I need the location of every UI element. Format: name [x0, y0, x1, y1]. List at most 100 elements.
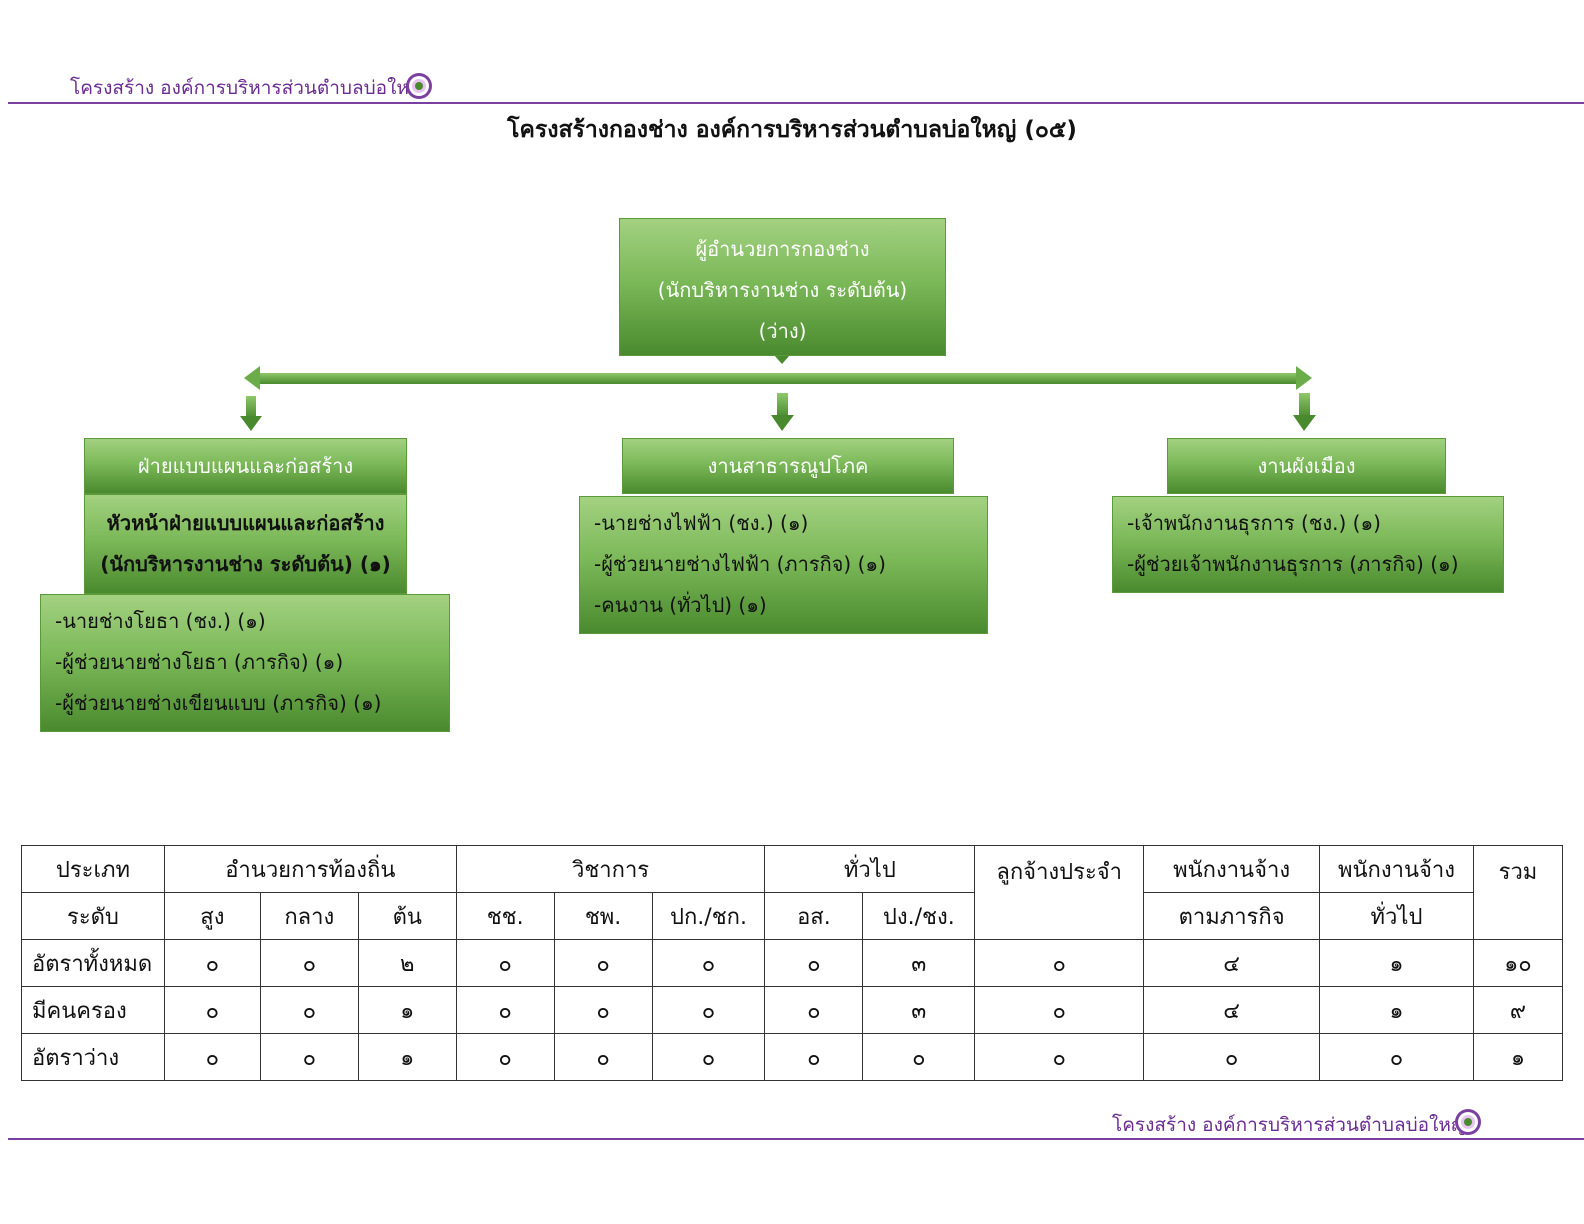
staff-item: -ผู้ช่วยนายช่างไฟฟ้า (ภารกิจ) (๑) [594, 552, 886, 576]
table-cell: ๐ [163, 986, 261, 1034]
table-header-row-1: ประเภท อำนวยการท้องถิ่น วิชาการ ทั่วไป ล… [21, 845, 1564, 940]
group-general: ทั่วไป [764, 845, 976, 893]
table-cell: ๐ [651, 939, 766, 987]
table-cell: ๐ [163, 1033, 261, 1081]
sub-head-position: (นักบริหารงานช่าง ระดับต้น) (๑) [100, 552, 391, 576]
unit-name: ฝ่ายแบบแผนและก่อสร้าง [137, 454, 354, 478]
seal-emblem-icon [1455, 1109, 1481, 1135]
unit-design-construction-head: หัวหน้าฝ่ายแบบแผนและก่อสร้าง (นักบริหารง… [84, 494, 407, 594]
table-row: มีคนครอง๐๐๑๐๐๐๐๓๐๔๑๙ [21, 986, 1564, 1034]
table-cell: ๓ [862, 939, 976, 987]
unit-public-utilities-staff: -นายช่างไฟฟ้า (ชง.) (๑) -ผู้ช่วยนายช่างไ… [579, 496, 988, 634]
table-cell: ๐ [455, 986, 555, 1034]
group-general-employee-line2: ทั่วไป [1319, 892, 1474, 940]
group-permanent-employee: ลูกจ้างประจำ [974, 845, 1145, 940]
table-cell: ๐ [974, 1033, 1145, 1081]
row-label: มีคนครอง [21, 986, 165, 1034]
level-label-cell: ระดับ [21, 892, 165, 940]
table-header-row-2: ระดับ สูง กลาง ต้น ชช. ชพ. ปก./ชก. อส. ป… [21, 892, 1563, 940]
table-cell: ๐ [974, 986, 1145, 1034]
group-local-admin: อำนวยการท้องถิ่น [163, 845, 457, 893]
table-cell: ๑ [357, 986, 457, 1034]
table-cell: ๐ [862, 1033, 976, 1081]
table-cell: ๐ [651, 1033, 766, 1081]
table-cell: ๑ [1319, 939, 1474, 987]
table-cell: ๐ [1143, 1033, 1321, 1081]
level-cell: ปง./ชง. [862, 892, 976, 940]
table-row: อัตราทั้งหมด๐๐๒๐๐๐๐๓๐๔๑๑๐ [21, 939, 1564, 987]
level-cell: ชพ. [553, 892, 653, 940]
unit-name: งานสาธารณูปโภค [707, 454, 869, 478]
level-cell: สูง [163, 892, 261, 940]
staff-item: -คนงาน (ทั่วไป) (๑) [594, 593, 767, 617]
unit-design-construction-staff: -นายช่างโยธา (ชง.) (๑) -ผู้ช่วยนายช่างโย… [40, 594, 450, 732]
table-cell: ๓ [862, 986, 976, 1034]
table-cell: ๔ [1143, 986, 1321, 1034]
table-cell: ๐ [455, 1033, 555, 1081]
header-divider [8, 102, 1584, 104]
unit-town-planning-staff: -เจ้าพนักงานธุรการ (ชง.) (๑) -ผู้ช่วยเจ้… [1112, 496, 1504, 593]
level-cell: ต้น [357, 892, 457, 940]
level-cell: ปก./ชก. [651, 892, 766, 940]
footer-text: โครงสร้าง องค์การบริหารส่วนตำบลบ่อใหญ่ [1112, 1114, 1468, 1136]
table-cell: ๒ [357, 939, 457, 987]
staff-item: -ผู้ช่วยเจ้าพนักงานธุรการ (ภารกิจ) (๑) [1127, 552, 1459, 576]
group-total: รวม [1472, 845, 1564, 940]
org-connectors [240, 355, 1316, 431]
down-arrow-right [1293, 393, 1316, 431]
table-cell: ๐ [455, 939, 555, 987]
staff-item: -เจ้าพนักงานธุรการ (ชง.) (๑) [1127, 511, 1381, 535]
level-cell: กลาง [259, 892, 359, 940]
table-cell: ๐ [553, 939, 653, 987]
level-cell: ชช. [455, 892, 555, 940]
table-cell: ๐ [764, 939, 864, 987]
group-general-employee-line1: พนักงานจ้าง [1319, 845, 1474, 893]
table-cell: ๐ [764, 986, 864, 1034]
staff-item: -ผู้ช่วยนายช่างโยธา (ภารกิจ) (๑) [55, 650, 344, 674]
staff-item: -ผู้ช่วยนายช่างเขียนแบบ (ภารกิจ) (๑) [55, 691, 382, 715]
seal-emblem-icon [406, 73, 432, 99]
staff-item: -นายช่างโยธา (ชง.) (๑) [55, 609, 266, 633]
type-label-cell: ประเภท [21, 845, 165, 893]
table-cell: ๐ [974, 939, 1145, 987]
header-text: โครงสร้าง องค์การบริหารส่วนตำบลบ่อใหญ่ [70, 77, 426, 99]
left-arrowhead [244, 366, 260, 390]
unit-name: งานผังเมือง [1257, 454, 1356, 478]
footer-divider [8, 1138, 1584, 1140]
down-arrow-center [771, 393, 794, 431]
page-title: โครงสร้างกองช่าง องค์การบริหารส่วนตำบลบ่… [507, 117, 1077, 143]
head-position: (นักบริหารงานช่าง ระดับต้น) [657, 278, 908, 302]
table-cell: ๑๐ [1472, 939, 1564, 987]
table-cell: ๑ [357, 1033, 457, 1081]
horizontal-connector [258, 373, 1298, 384]
table-row: อัตราว่าง๐๐๑๐๐๐๐๐๐๐๐๑ [21, 1033, 1564, 1081]
table-cell: ๑ [1319, 986, 1474, 1034]
table-cell: ๐ [1319, 1033, 1474, 1081]
down-arrow-left [240, 396, 262, 431]
staffing-table: ประเภท อำนวยการท้องถิ่น วิชาการ ทั่วไป ล… [21, 845, 1564, 1081]
table-cell: ๑ [1472, 1033, 1564, 1081]
group-mission-employee-line1: พนักงานจ้าง [1143, 845, 1321, 893]
table-cell: ๐ [163, 939, 261, 987]
head-title: ผู้อำนวยการกองช่าง [695, 237, 870, 261]
row-label: อัตราทั้งหมด [21, 939, 165, 987]
table-cell: ๐ [259, 986, 359, 1034]
head-status: (ว่าง) [758, 319, 807, 343]
table-cell: ๐ [259, 939, 359, 987]
right-arrowhead [1296, 366, 1312, 390]
head-pointer [774, 355, 790, 364]
table-cell: ๐ [553, 986, 653, 1034]
unit-town-planning: งานผังเมือง [1167, 438, 1446, 494]
staff-item: -นายช่างไฟฟ้า (ชง.) (๑) [594, 511, 809, 535]
table-cell: ๐ [553, 1033, 653, 1081]
table-cell: ๐ [259, 1033, 359, 1081]
table-cell: ๔ [1143, 939, 1321, 987]
table-cell: ๐ [651, 986, 766, 1034]
level-cell: อส. [764, 892, 864, 940]
table-cell: ๐ [764, 1033, 864, 1081]
unit-public-utilities: งานสาธารณูปโภค [622, 438, 954, 494]
group-academic: วิชาการ [455, 845, 766, 893]
sub-head-title: หัวหน้าฝ่ายแบบแผนและก่อสร้าง [106, 511, 385, 535]
table-cell: ๙ [1472, 986, 1564, 1034]
unit-design-construction: ฝ่ายแบบแผนและก่อสร้าง [84, 438, 407, 494]
